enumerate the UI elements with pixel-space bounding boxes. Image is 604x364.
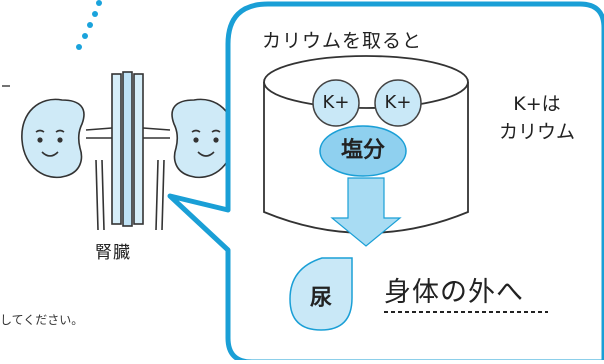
urine-drop: [289, 257, 353, 331]
side-note-line-2: カリウム: [498, 121, 575, 143]
salt-bubble: [319, 125, 407, 177]
kidney-smiles: [35, 129, 221, 157]
kidney-faces: [37, 137, 219, 143]
kidney-label: 腎臓: [95, 243, 131, 263]
side-note-line-1: K+は: [513, 93, 561, 115]
out-of-body-label: 身体の外へ: [384, 277, 524, 308]
k-ion-label-1: K+: [322, 92, 350, 113]
panel-heading: カリウムを取ると: [262, 30, 423, 52]
down-arrow: [330, 177, 402, 247]
k-ion-label-2: K+: [384, 92, 412, 113]
salt-label: 塩分: [340, 138, 385, 163]
k-ion-bubble-1: [312, 79, 360, 127]
kidney-illustration: [21, 71, 235, 231]
thought-dots: [76, 0, 102, 50]
side-note: K+は カリウム: [482, 90, 592, 146]
k-ion-bubble-2: [374, 79, 422, 127]
urine-label: 尿: [309, 286, 332, 311]
footnote: してください。: [0, 313, 84, 327]
